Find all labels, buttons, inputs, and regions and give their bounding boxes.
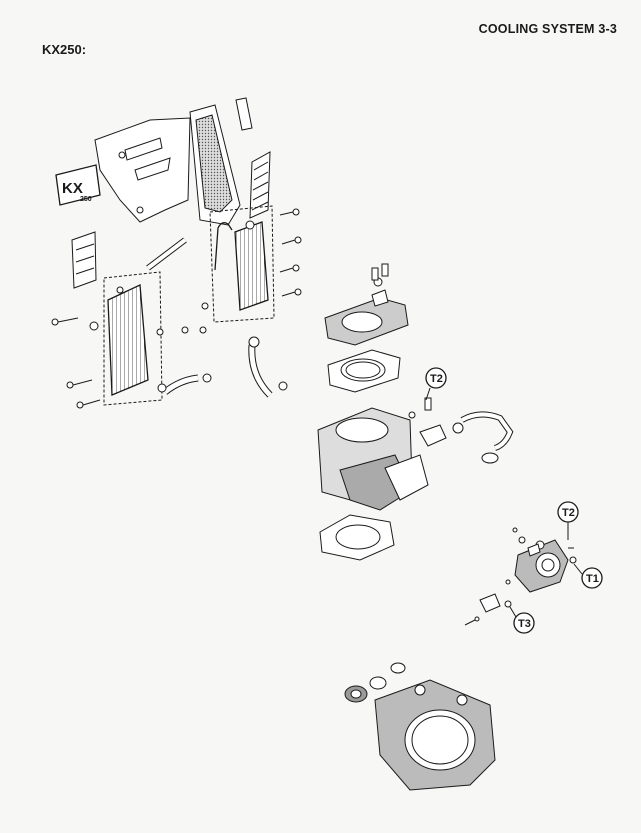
connecting-hose bbox=[146, 237, 187, 271]
radiator-left bbox=[103, 271, 163, 406]
torque-mark-head: T2 bbox=[425, 367, 447, 401]
torque-mark-impeller: T3 bbox=[509, 606, 535, 634]
radiator-bolts bbox=[51, 208, 302, 409]
clutch-cover bbox=[374, 679, 496, 791]
cylinder-head bbox=[324, 263, 409, 346]
breather-tube bbox=[214, 222, 233, 271]
water-fitting bbox=[419, 397, 514, 464]
decal-model: 250 bbox=[80, 196, 92, 203]
radiator-grill-right bbox=[249, 151, 271, 219]
radiator-right bbox=[209, 205, 275, 323]
small-sticker bbox=[235, 97, 253, 131]
lower-hose-left bbox=[162, 374, 199, 395]
decal-brand: KX bbox=[62, 180, 83, 197]
torque-marks: T2 T2 T1 T3 bbox=[425, 367, 603, 634]
pump-seals bbox=[344, 662, 406, 703]
impeller bbox=[464, 593, 512, 626]
radiator-grill-left bbox=[71, 231, 97, 289]
svg-text:T3: T3 bbox=[518, 618, 531, 630]
base-gasket bbox=[319, 514, 395, 561]
torque-mark-pump-upper: T2 bbox=[557, 501, 579, 540]
water-pump-cover bbox=[505, 527, 577, 593]
svg-text:T1: T1 bbox=[586, 573, 599, 585]
torque-mark-pump-right: T1 bbox=[573, 563, 603, 589]
svg-text:T2: T2 bbox=[562, 507, 575, 519]
page-header: COOLING SYSTEM 3-3 bbox=[478, 22, 617, 36]
model-title: KX250: bbox=[42, 42, 87, 57]
radiator-side-cover bbox=[189, 104, 241, 226]
cylinder bbox=[317, 407, 429, 511]
kx250-decal: KX 250 bbox=[55, 164, 101, 206]
radiator-shroud-left bbox=[94, 117, 191, 223]
svg-text:T2: T2 bbox=[430, 373, 443, 385]
lower-hose-right bbox=[248, 344, 273, 398]
head-gasket bbox=[327, 349, 401, 393]
